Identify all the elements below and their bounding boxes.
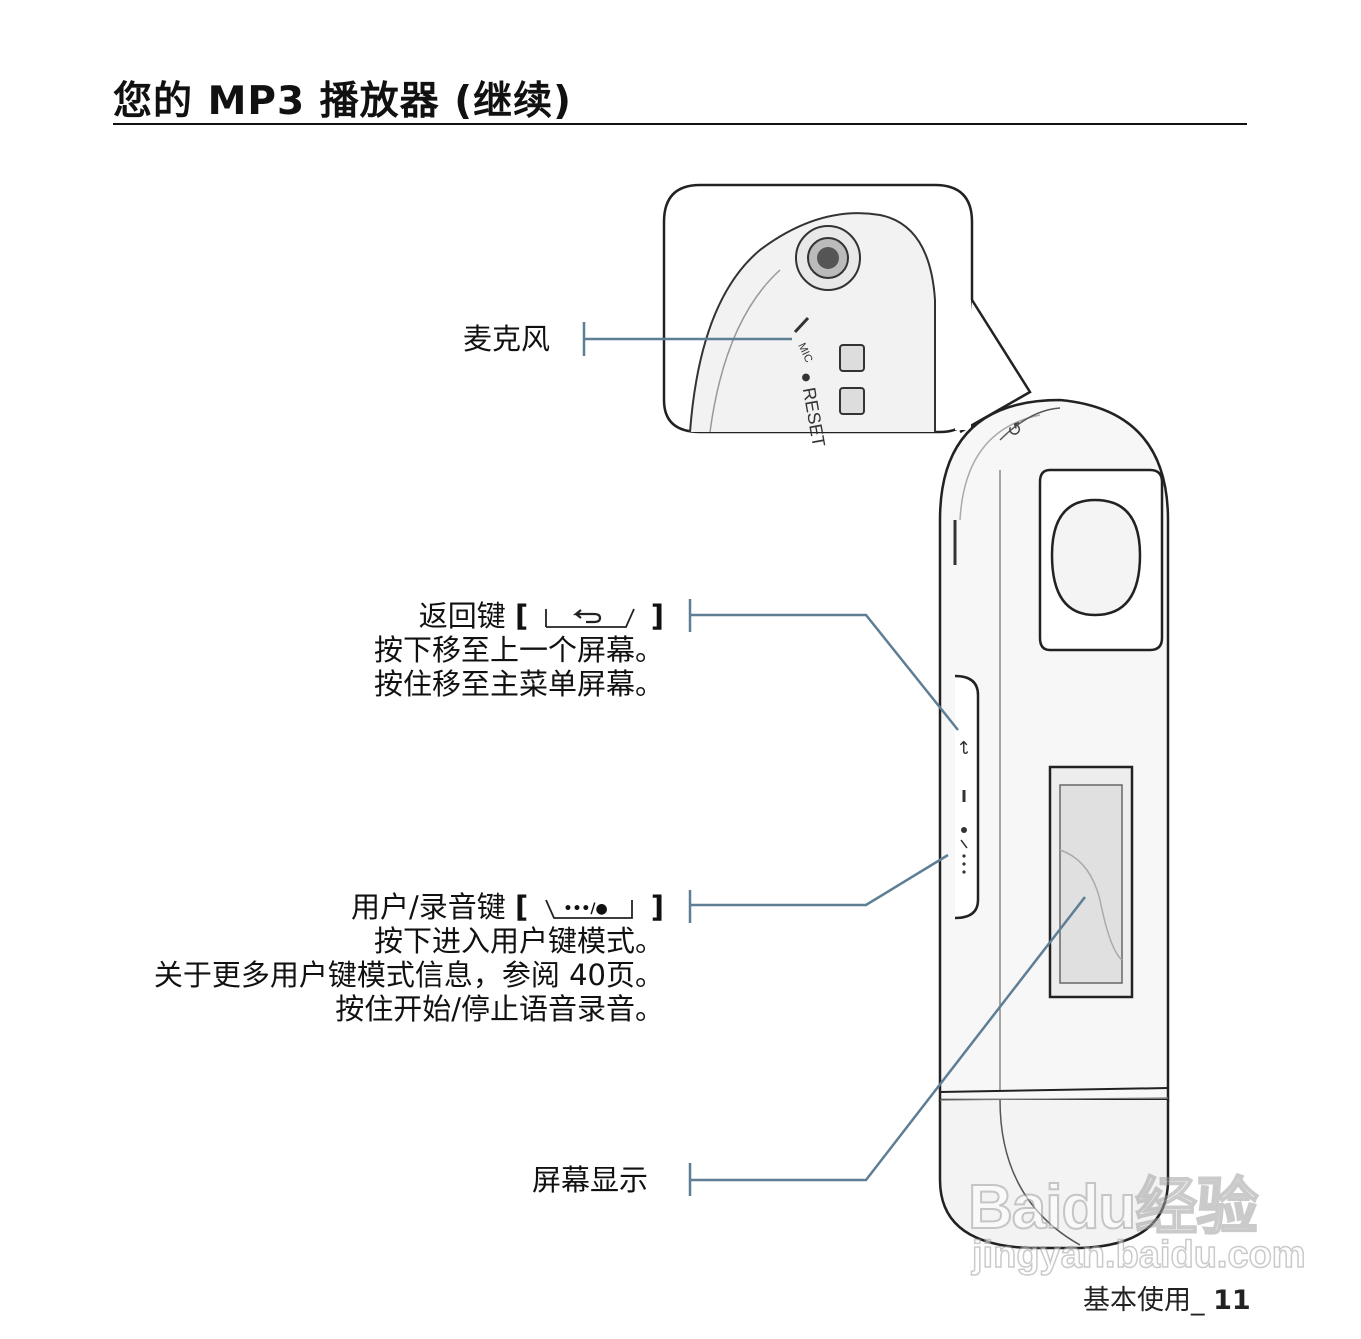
page-title: 您的 MP3 播放器 (继续) [113,79,572,124]
page-footer: 基本使用_ 11 [1083,1278,1251,1317]
zoom-inset: MIC ● RESET [662,183,1032,448]
user-record-key-line-2: 关于更多用户键模式信息，参阅 40页。 [153,958,664,992]
device-body: ↺ ↩ [938,398,1170,1250]
microphone-label: 麦克风 [463,322,551,356]
back-key-label: 返回键 [418,599,506,633]
callout-back-key: 返回键 [ ] 按下移至上一个屏幕。 按住移至主菜单屏幕。 [374,599,664,701]
user-record-key-label: 用户/录音键 [351,890,506,924]
callout-display: 屏幕显示 [532,1163,648,1197]
user-record-key-line-3: 按住开始/停止语音录音。 [335,992,664,1026]
page-number: 11 [1213,1285,1251,1316]
user-record-key-bracket-close: ] [650,890,664,924]
display-label: 屏幕显示 [532,1163,649,1197]
svg-text:↺: ↺ [1005,418,1026,443]
back-key-title: 返回键 [ ] [374,599,664,633]
leader-lines [582,322,1086,1196]
back-key-bracket-open: [ [515,599,529,633]
back-key-bracket-close: ] [650,599,664,633]
svg-text:↩: ↩ [953,740,974,755]
user-record-key-glyph-text: •••/● [563,901,608,917]
user-record-key-icon: •••/● [542,896,638,922]
back-key-line-2: 按住移至主菜单屏幕。 [373,667,664,701]
title-rule [113,123,1247,125]
footer-section: 基本使用_ [1083,1285,1205,1316]
callout-microphone: 麦克风 [463,322,550,356]
user-record-key-line-1: 按下进入用户键模式。 [373,924,664,958]
callout-user-record-key: 用户/录音键 [ •••/● ] 按下进入用户键模式。 关于更多用户键模式信息，… [154,890,664,1026]
back-key-icon [544,608,635,628]
back-key-line-1: 按下移至上一个屏幕。 [373,633,664,667]
user-record-key-title: 用户/录音键 [ •••/● ] [154,890,664,924]
user-record-key-bracket-open: [ [515,890,529,924]
